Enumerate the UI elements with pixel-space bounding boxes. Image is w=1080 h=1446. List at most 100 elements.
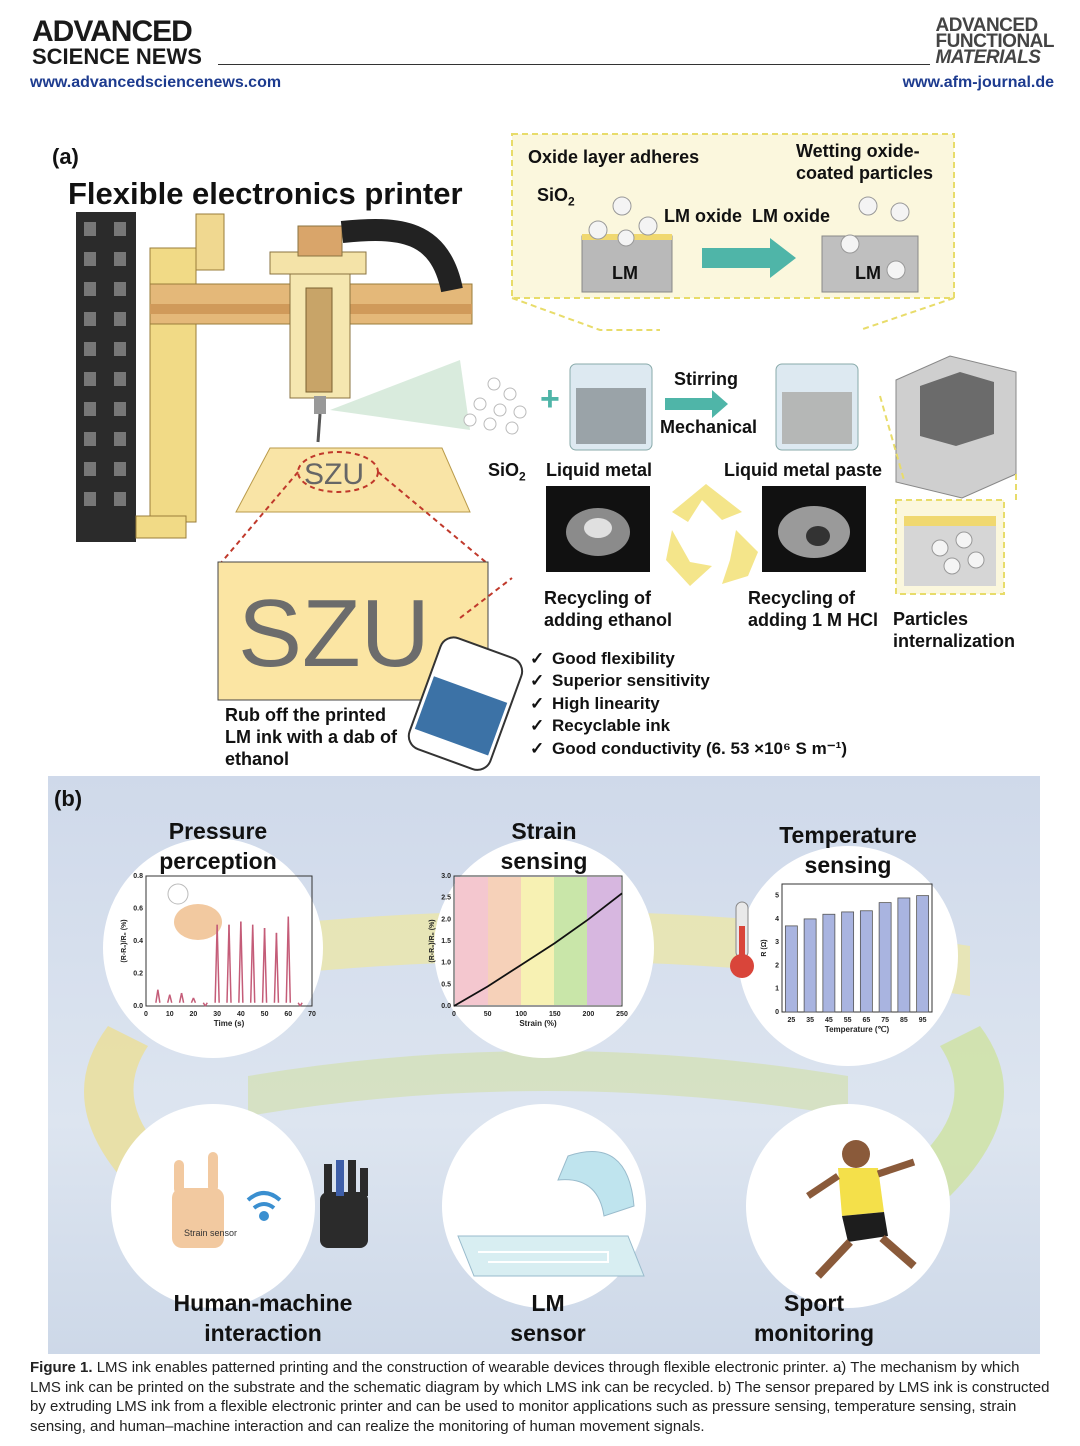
temperature-bar xyxy=(841,911,855,1013)
y-tick-label: 2.5 xyxy=(441,895,451,902)
strain-sensor-label: Strain sensor xyxy=(184,1228,238,1238)
y-tick-label: 0 xyxy=(775,1009,779,1016)
data-spike-fall xyxy=(251,924,256,1003)
publisher-url[interactable]: www.advancedsciencenews.com xyxy=(30,74,282,91)
pressure-circle xyxy=(103,838,323,1058)
y-tick-label: 1 xyxy=(775,986,779,993)
journal-url[interactable]: www.afm-journal.de xyxy=(902,74,1054,91)
y-tick-label: 0.4 xyxy=(133,938,143,945)
zoom-text: SZU xyxy=(238,580,430,687)
publisher-logo: ADVANCED SCIENCE NEWS xyxy=(32,15,202,69)
y-tick-label: 4 xyxy=(775,916,779,923)
x-tick-label: 55 xyxy=(844,1017,852,1024)
y-tick-label: 3 xyxy=(775,939,779,946)
substrate-text: SZU xyxy=(304,458,364,491)
journal-line3: MATERIALS xyxy=(935,47,1041,68)
data-spike-fall xyxy=(287,916,292,1003)
liquid-metal-paste-label: Liquid metal paste xyxy=(724,460,883,480)
data-spike-fall xyxy=(216,924,220,1003)
journal-line1: ADVANCED xyxy=(935,15,1039,36)
feature-item: ✓Superior sensitivity xyxy=(530,671,710,691)
temperature-title: Temperature sensing xyxy=(779,822,917,878)
wifi-icon xyxy=(246,1191,282,1221)
figure-caption: Figure 1. LMS ink enables patterned prin… xyxy=(30,1358,1054,1436)
data-spike-fall xyxy=(263,927,268,1003)
y-tick-label: 1.5 xyxy=(441,938,451,945)
rub-off-label: Rub off the printed LM ink with a dab of… xyxy=(225,705,397,769)
data-spike-fall xyxy=(275,932,280,1003)
data-spike-fall xyxy=(168,994,173,1003)
x-tick-label: 95 xyxy=(919,1017,927,1024)
hand-icon xyxy=(174,904,222,940)
x-tick-label: 10 xyxy=(166,1011,174,1018)
particles-internalization-label: Particles internalization xyxy=(893,609,1016,651)
data-spike-fall xyxy=(192,997,197,1004)
temperature-bar xyxy=(803,918,817,1013)
x-tick-label: 30 xyxy=(213,1011,221,1018)
x-axis-label: Time (s) xyxy=(214,1019,245,1028)
y-tick-label: 3.0 xyxy=(441,873,451,880)
x-tick-label: 250 xyxy=(616,1011,628,1018)
lm-box-right-label: LM xyxy=(855,263,881,283)
data-spike-fall xyxy=(157,989,161,1003)
journal-logo: ADVANCED FUNCTIONAL MATERIALS xyxy=(935,15,1055,68)
publisher-line1: ADVANCED xyxy=(32,15,193,48)
recycle-icon xyxy=(666,484,758,586)
hand-gesture-icon xyxy=(172,1152,224,1248)
publisher-line2: SCIENCE NEWS xyxy=(32,44,202,69)
feature-item: ✓Good conductivity (6. 53 ×10⁶ S m⁻¹) xyxy=(530,738,848,758)
data-spike-fall xyxy=(299,1002,303,1007)
temperature-bar xyxy=(859,910,873,1013)
data-spike-fall xyxy=(180,992,185,1003)
x-tick-label: 45 xyxy=(825,1017,833,1024)
x-tick-label: 150 xyxy=(549,1011,561,1018)
y-axis-label: (R-R₀)/R₀ (%) xyxy=(429,919,436,962)
caption-text: LMS ink enables patterned printing and t… xyxy=(30,1359,1050,1435)
data-spike-fall xyxy=(204,1002,208,1007)
y-axis-label: R (Ω) xyxy=(761,939,768,956)
runner-icon xyxy=(806,1140,917,1279)
pressure-title: Pressure perception xyxy=(159,818,277,874)
x-tick-label: 200 xyxy=(583,1011,595,1018)
stirring-arrow-icon xyxy=(665,390,728,418)
x-axis-label: Temperature (℃) xyxy=(825,1025,890,1034)
feature-item: ✓Good flexibility xyxy=(530,649,675,668)
sio2-label: SiO2 xyxy=(488,460,526,484)
hmi-title: Human-machine interaction xyxy=(173,1290,353,1346)
x-tick-label: 100 xyxy=(515,1011,527,1018)
data-spike-fall xyxy=(240,921,244,1003)
strain-line xyxy=(453,892,623,1007)
eraser-icon xyxy=(407,636,524,771)
liquid-metal-label: Liquid metal xyxy=(546,460,653,480)
lm-box-left-label: LM xyxy=(612,263,638,283)
x-tick-label: 50 xyxy=(261,1011,269,1018)
temperature-bar xyxy=(822,913,836,1013)
y-tick-label: 5 xyxy=(775,893,779,900)
x-tick-label: 25 xyxy=(787,1017,795,1024)
robot-hand-icon xyxy=(320,1160,368,1248)
strain-title: Strain sensing xyxy=(500,818,588,874)
x-tick-label: 85 xyxy=(900,1017,908,1024)
lm-box-left xyxy=(581,235,673,293)
printer-title: Flexible electronics printer xyxy=(68,176,463,211)
lm-sensor-film-icon xyxy=(457,1151,645,1277)
y-axis-label: (R-R₀)/R₀ (%) xyxy=(121,919,128,962)
header-rule xyxy=(218,64,930,65)
x-tick-label: 70 xyxy=(308,1011,316,1018)
mechanical-label: Mechanical xyxy=(660,417,758,437)
journal-line2: FUNCTIONAL xyxy=(935,31,1055,52)
x-tick-label: 40 xyxy=(237,1011,245,1018)
feature-list: ✓Good flexibility ✓Superior sensitivity … xyxy=(530,648,847,760)
y-tick-label: 0.2 xyxy=(133,971,143,978)
panel-a-label: (a) xyxy=(52,144,79,169)
y-tick-label: 0.8 xyxy=(133,873,143,880)
feature-item: ✓Recyclable ink xyxy=(530,716,671,736)
x-tick-label: 35 xyxy=(806,1017,814,1024)
substrate xyxy=(235,447,471,513)
feature-item: ✓High linearity xyxy=(530,693,660,713)
temperature-bar xyxy=(878,902,892,1013)
